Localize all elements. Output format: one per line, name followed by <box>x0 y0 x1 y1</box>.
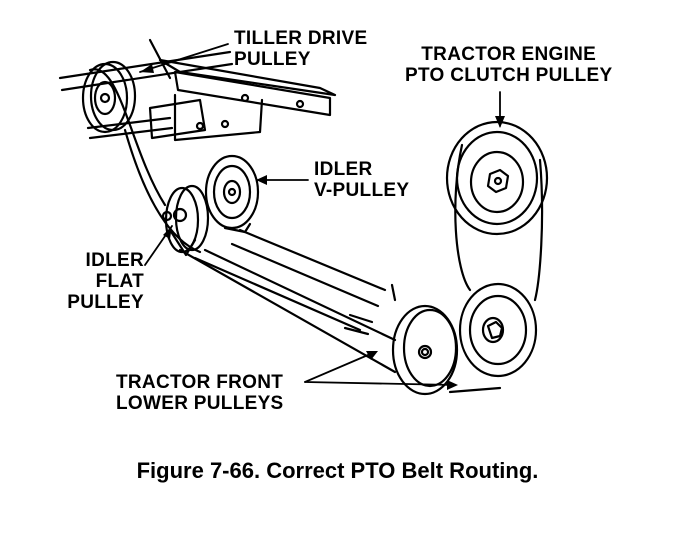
figure-caption: Figure 7-66. Correct PTO Belt Routing. <box>136 458 539 483</box>
engine-pto-clutch-pulley <box>445 120 549 236</box>
idler-flat-pulley <box>161 184 210 257</box>
leader-lines <box>139 43 501 386</box>
label-tiller-drive-pulley: TILLER DRIVE PULLEY <box>234 28 368 70</box>
tiller-drive-pulley <box>81 60 137 134</box>
front-lower-pulley-right <box>458 282 538 378</box>
tractor-frame-rails <box>193 228 397 336</box>
idler-v-pulley <box>204 154 260 234</box>
label-tractor-front-lower-pulleys: TRACTOR FRONT LOWER PULLEYS <box>116 372 284 414</box>
label-idler-flat-pulley: IDLER FLAT PULLEY <box>67 250 144 313</box>
label-idler-v-pulley: IDLER V-PULLEY <box>314 159 410 201</box>
tiller-frame <box>148 58 337 142</box>
pto-belt <box>88 68 544 394</box>
tiller-shafts <box>58 38 234 140</box>
label-engine-pto-clutch-pulley: TRACTOR ENGINE PTO CLUTCH PULLEY <box>405 44 613 86</box>
front-lower-pulley-left <box>391 304 459 396</box>
leader-arrowheads <box>140 64 505 390</box>
